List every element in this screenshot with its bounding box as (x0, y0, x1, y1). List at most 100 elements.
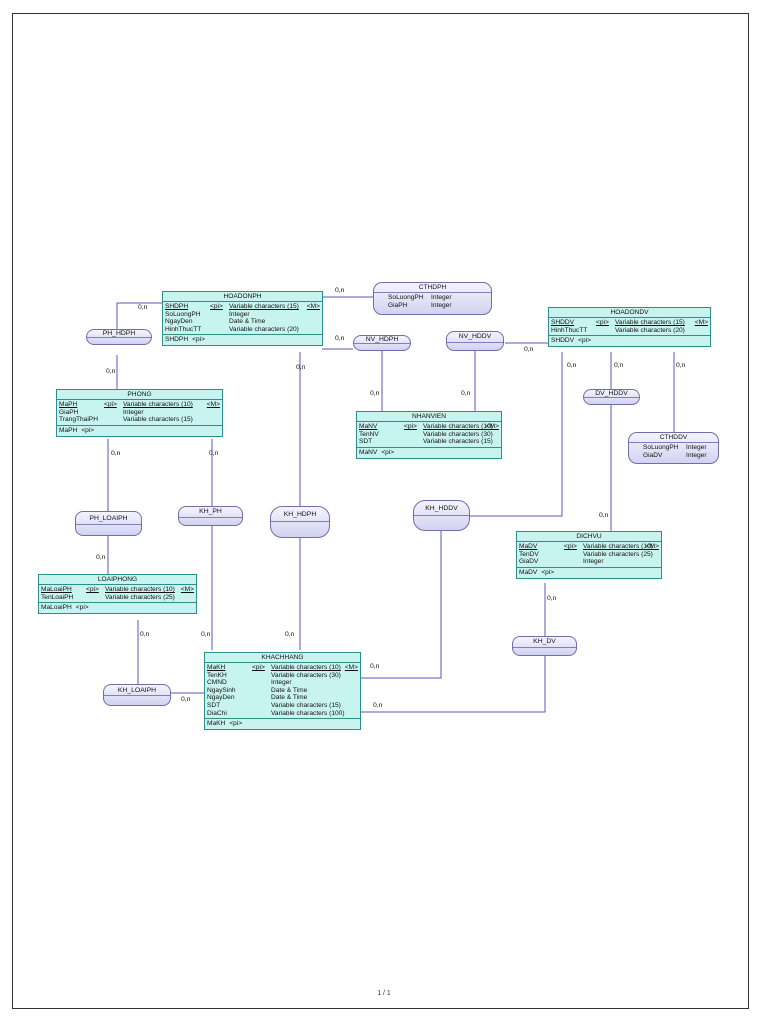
attribute-type: Integer (686, 451, 707, 459)
mandatory-marker: <M> (485, 423, 499, 430)
attribute-type: Variable characters (10) (583, 543, 653, 550)
identifier-part: MaNV (359, 448, 378, 456)
attribute-name: HinhThucTT (551, 326, 588, 334)
attribute-name: SDT (207, 701, 221, 709)
cardinality-label: 0,n (614, 362, 624, 369)
mandatory-marker: <M> (694, 319, 708, 326)
relation-ph-hdph[interactable]: PH_HDPH (86, 329, 152, 345)
attribute-name: MaNV (359, 423, 378, 430)
attribute-name: TrangThaiPH (59, 416, 98, 424)
attribute-type: Integer (431, 301, 452, 309)
entity-name: NHANVIEN (357, 412, 501, 422)
primary-identifier-marker: <pi> (564, 543, 577, 550)
attribute-name: GiaPH (59, 408, 79, 416)
connector-kh-hddv-khachhang (361, 531, 442, 679)
attribute-type: Variable characters (10) (123, 401, 193, 408)
cardinality-label: 0,n (567, 362, 577, 369)
entity-identifier: SHDPH<pi> (163, 334, 322, 345)
attribute-type: Integer (271, 679, 292, 687)
identifier-part: <pi> (381, 448, 395, 456)
relation-kh-hdph[interactable]: KH_HDPH (270, 506, 330, 538)
cardinality-label: 0,n (373, 702, 383, 709)
cardinality-label: 0,n (209, 450, 219, 457)
entity-attribute-list: MaNV<pi>Variable characters (10)<M>TenNV… (357, 422, 501, 447)
entity-attribute-row: MaDV<pi>Variable characters (10)<M> (519, 543, 659, 551)
attribute-name: SoLuongPH (643, 444, 679, 451)
entity-identifier: MaKH<pi> (205, 718, 360, 729)
cardinality-label: 0,n (140, 631, 150, 638)
cardinality-label: 0,n (676, 362, 686, 369)
cardinality-label: 0,n (461, 390, 471, 397)
mandatory-marker: <M> (206, 401, 220, 408)
entity-attribute-row: MaNV<pi>Variable characters (10)<M> (359, 423, 499, 431)
entity-attribute-row: HinhThucTT Variable characters (20) (551, 327, 708, 335)
attribute-name: GiaDV (643, 451, 663, 459)
attribute-name: TenLoaiPH (41, 593, 74, 601)
connector-hoadondv-kh-hddv (470, 352, 563, 517)
entity-name: HOADONDV (549, 308, 710, 318)
attribute-name: TenKH (207, 671, 227, 679)
attribute-name: SHDDV (551, 319, 575, 326)
entity-name: HOADONPH (163, 292, 322, 302)
mandatory-marker: <M> (344, 664, 358, 671)
mandatory-marker: <M> (306, 303, 320, 310)
attribute-type: Date & Time (271, 686, 308, 694)
relation-dv-hddv-label: DV_HDDV (595, 390, 628, 397)
relation-ph-loaiph[interactable]: PH_LOAIPH (75, 511, 142, 536)
primary-identifier-marker: <pi> (86, 586, 99, 593)
entity-attribute-row: SHDDV<pi>Variable characters (15)<M> (551, 319, 708, 327)
identifier-part: MaDV (519, 568, 538, 576)
identifier-part: <pi> (541, 568, 555, 576)
attribute-name: GiaDV (519, 558, 539, 566)
relation-kh-ph[interactable]: KH_PH (178, 506, 243, 526)
relation-kh-hddv[interactable]: KH_HDDV (413, 500, 470, 531)
attribute-name: SoLuongPH (165, 310, 201, 318)
mandatory-marker: <M> (180, 586, 194, 593)
cardinality-label: 0,n (547, 595, 557, 602)
identifier-part: <pi> (81, 426, 95, 434)
cardinality-label: 0,n (370, 663, 380, 670)
relation-dv-hddv[interactable]: DV_HDDV (583, 389, 640, 405)
attribute-name: TenNV (359, 430, 379, 438)
entity-attribute-row: MaPH<pi>Variable characters (10)<M> (59, 401, 220, 409)
relation-nv-hdph[interactable]: NV_HDPH (353, 335, 411, 351)
attribute-name: HinhThucTT (165, 325, 202, 333)
entity-attribute-list: MaDV<pi>Variable characters (10)<M>TenDV… (517, 542, 661, 567)
relation-nv-hddv[interactable]: NV_HDDV (446, 331, 504, 351)
cardinality-label: 0,n (296, 364, 306, 371)
entity-identifier: SHDDV<pi> (549, 335, 710, 346)
identifier-part: <pi> (229, 720, 243, 728)
relation-kh-loaiph[interactable]: KH_LOAIPH (103, 684, 171, 706)
relation-kh-dv[interactable]: KH_DV (512, 636, 577, 656)
identifier-part: MaPH (59, 426, 78, 434)
entity-name: KHACHHANG (205, 653, 360, 663)
relation-attribute-row: SoLuongPH Integer (629, 444, 718, 452)
attribute-type: Integer (123, 408, 144, 416)
entity-attribute-row: SHDPH<pi>Variable characters (15)<M> (165, 303, 320, 311)
primary-identifier-marker: <pi> (210, 303, 223, 310)
attribute-type: Variable characters (20) (615, 326, 685, 334)
relation-name: CTHDPH (374, 283, 491, 293)
entity-hoadondv[interactable]: HOADONDV SHDDV<pi> Variable characters (15… (548, 307, 711, 348)
identifier-part: <pi> (75, 604, 89, 612)
cardinality-label: 0,n (96, 554, 106, 561)
attribute-type: Variable characters (15) (615, 319, 685, 326)
entity-name: DICHVU (517, 532, 661, 542)
mandatory-marker: <M> (645, 543, 659, 550)
attribute-type: Integer (686, 444, 707, 451)
